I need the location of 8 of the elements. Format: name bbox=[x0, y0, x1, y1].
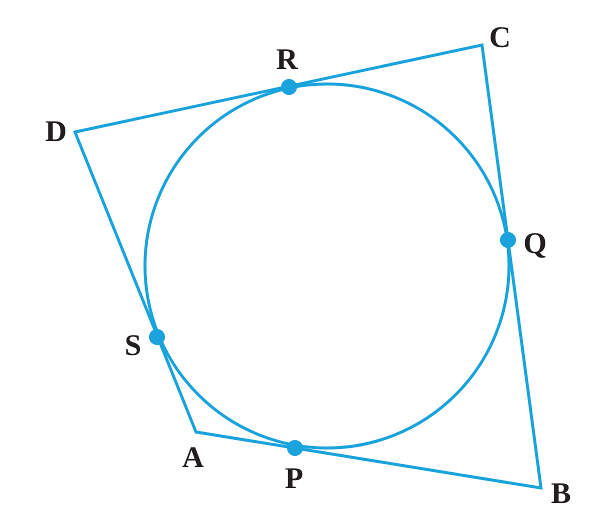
vertex-label: A bbox=[182, 443, 204, 473]
vertex-label: Q bbox=[523, 229, 547, 259]
vertex-label: D bbox=[45, 117, 67, 147]
vertex-label: B bbox=[551, 479, 571, 509]
vertex-label: C bbox=[489, 23, 511, 53]
vertex-label: R bbox=[276, 45, 298, 75]
vertex-label: S bbox=[124, 331, 142, 361]
vertex-label: P bbox=[284, 464, 304, 494]
